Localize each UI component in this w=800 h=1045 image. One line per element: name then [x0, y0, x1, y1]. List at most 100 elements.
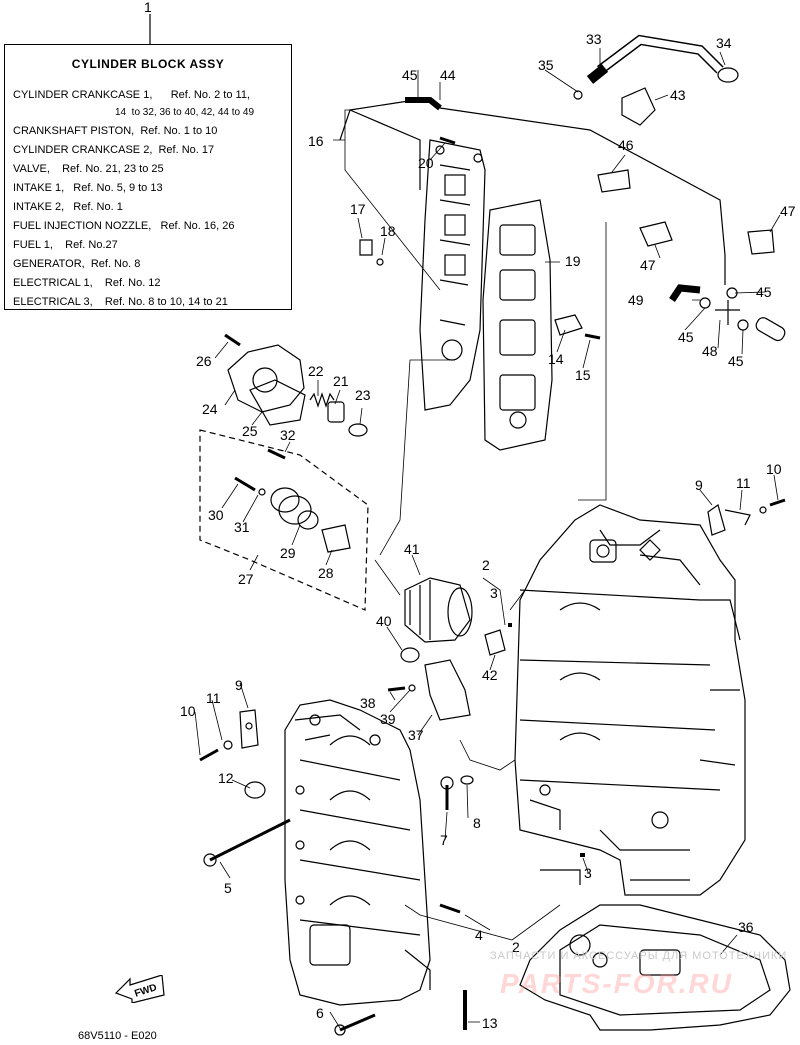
clip-11-right	[724, 509, 751, 526]
callout-45b: 45	[756, 284, 772, 300]
callout-26: 26	[196, 353, 212, 369]
callout-7: 7	[440, 832, 448, 848]
exhaust-cover-plate	[419, 139, 486, 411]
callout-45d: 45	[728, 353, 744, 369]
callout-14: 14	[548, 351, 564, 367]
callout-39: 39	[380, 711, 396, 727]
callout-45a: 45	[402, 67, 418, 83]
callout-6: 6	[316, 1005, 324, 1021]
cylinder-crankcase-1	[514, 504, 746, 896]
joint-48	[715, 300, 740, 325]
callout-46: 46	[618, 137, 634, 153]
bolt-32	[267, 448, 286, 460]
bolt-5	[209, 818, 291, 862]
callout-25: 25	[242, 423, 258, 439]
fwd-arrow-icon: FWD	[114, 975, 165, 1003]
group-27-bracket	[199, 429, 369, 611]
plate-9-right	[707, 504, 726, 536]
callout-29: 29	[280, 545, 296, 561]
callout-47a: 47	[640, 257, 656, 273]
exhaust-gasket	[482, 199, 553, 451]
cylinder-crankcase-2	[284, 699, 431, 1006]
callout-18: 18	[380, 223, 396, 239]
gasket-25	[249, 379, 306, 426]
callout-20: 20	[418, 155, 434, 171]
bolt-26	[224, 333, 241, 347]
callout-37: 37	[408, 727, 424, 743]
callout-31: 31	[234, 519, 250, 535]
filter-body-29	[278, 495, 312, 525]
legend-box: CYLINDER BLOCK ASSY CYLINDER CRANKCASE 1…	[4, 44, 292, 310]
callout-5: 5	[224, 880, 232, 896]
callout-41: 41	[404, 541, 420, 557]
watermark-logo: PARTS-FOR.RU	[500, 968, 733, 999]
bracket-43	[621, 87, 656, 126]
oring	[297, 510, 319, 530]
callout-22: 22	[308, 363, 324, 379]
callout-19: 19	[565, 253, 581, 269]
bolt-20	[439, 136, 456, 145]
callout-23: 23	[355, 387, 371, 403]
callout-27: 27	[238, 571, 254, 587]
callout-12: 12	[218, 770, 234, 786]
callout-42: 42	[482, 667, 498, 683]
callout-17: 17	[350, 201, 366, 217]
clip-46	[597, 169, 631, 193]
thermostat-cover-24	[227, 344, 305, 413]
callout-2b: 2	[512, 939, 520, 955]
callout-32: 32	[280, 427, 296, 443]
callout-4: 4	[475, 927, 483, 943]
legend-row: ELECTRICAL 1, Ref. No. 12	[13, 277, 161, 289]
legend-row: 14 to 32, 36 to 40, 42, 44 to 49	[115, 107, 254, 118]
legend-row: CYLINDER CRANKCASE 1, Ref. No. 2 to 11,	[13, 89, 250, 101]
callout-44: 44	[440, 67, 456, 83]
legend-title: CYLINDER BLOCK ASSY	[71, 57, 225, 71]
bolt-30	[234, 476, 256, 492]
seal-23	[348, 423, 368, 437]
leader-lines	[194, 48, 781, 1029]
callout-21: 21	[333, 373, 349, 389]
bottom-gasket	[519, 904, 791, 1031]
callout-11b: 11	[736, 475, 751, 491]
callout-9b: 9	[695, 477, 703, 493]
callout-16: 16	[308, 133, 324, 149]
callout-1: 1	[144, 0, 152, 15]
callout-36: 36	[738, 919, 754, 935]
callout-24: 24	[202, 401, 218, 417]
callout-47b: 47	[780, 203, 796, 219]
washer-8	[460, 775, 474, 785]
bolt-10-left	[199, 748, 219, 762]
legend-row: CRANKSHAFT PISTON, Ref. No. 1 to 10	[13, 125, 218, 137]
legend-row: FUEL INJECTION NOZZLE, Ref. No. 16, 26	[13, 220, 235, 232]
callout-labels: 1 2 2 3 3 4 5 6 7 8 9 9 10 10 11 11 12 1…	[144, 0, 796, 1031]
bolt-10-right	[769, 498, 786, 507]
callout-34: 34	[716, 35, 732, 51]
callout-28: 28	[318, 565, 334, 581]
callout-38: 38	[360, 695, 376, 711]
legend-row: INTAKE 2, Ref. No. 1	[13, 201, 123, 213]
drawing-code: 68V5110 - E020	[78, 1030, 157, 1042]
bolt-38	[387, 686, 406, 692]
callout-3a: 3	[490, 585, 498, 601]
oil-filter-41	[404, 577, 473, 643]
callout-10b: 10	[766, 461, 782, 477]
legend-row: VALVE, Ref. No. 21, 23 to 25	[13, 163, 164, 175]
callout-45c: 45	[678, 329, 694, 345]
callout-33: 33	[586, 31, 602, 47]
fitting-42	[484, 629, 506, 656]
callout-40: 40	[376, 613, 392, 629]
grommet-12	[244, 781, 266, 799]
legend-row: CYLINDER CRANKCASE 2, Ref. No. 17	[13, 144, 215, 156]
legend-row: INTAKE 1, Ref. No. 5, 9 to 13	[13, 182, 163, 194]
clip-35	[573, 90, 583, 100]
hose-clamp-34	[717, 67, 739, 83]
callout-35: 35	[538, 57, 554, 73]
bolt-6	[339, 1013, 376, 1032]
fitting-40	[400, 647, 420, 663]
callout-9a: 9	[235, 677, 243, 693]
plate-9-left	[239, 709, 259, 749]
legend-row: ELECTRICAL 3, Ref. No. 8 to 10, 14 to 21	[13, 296, 228, 308]
clip-47a	[639, 221, 673, 247]
hose-49	[669, 284, 701, 302]
